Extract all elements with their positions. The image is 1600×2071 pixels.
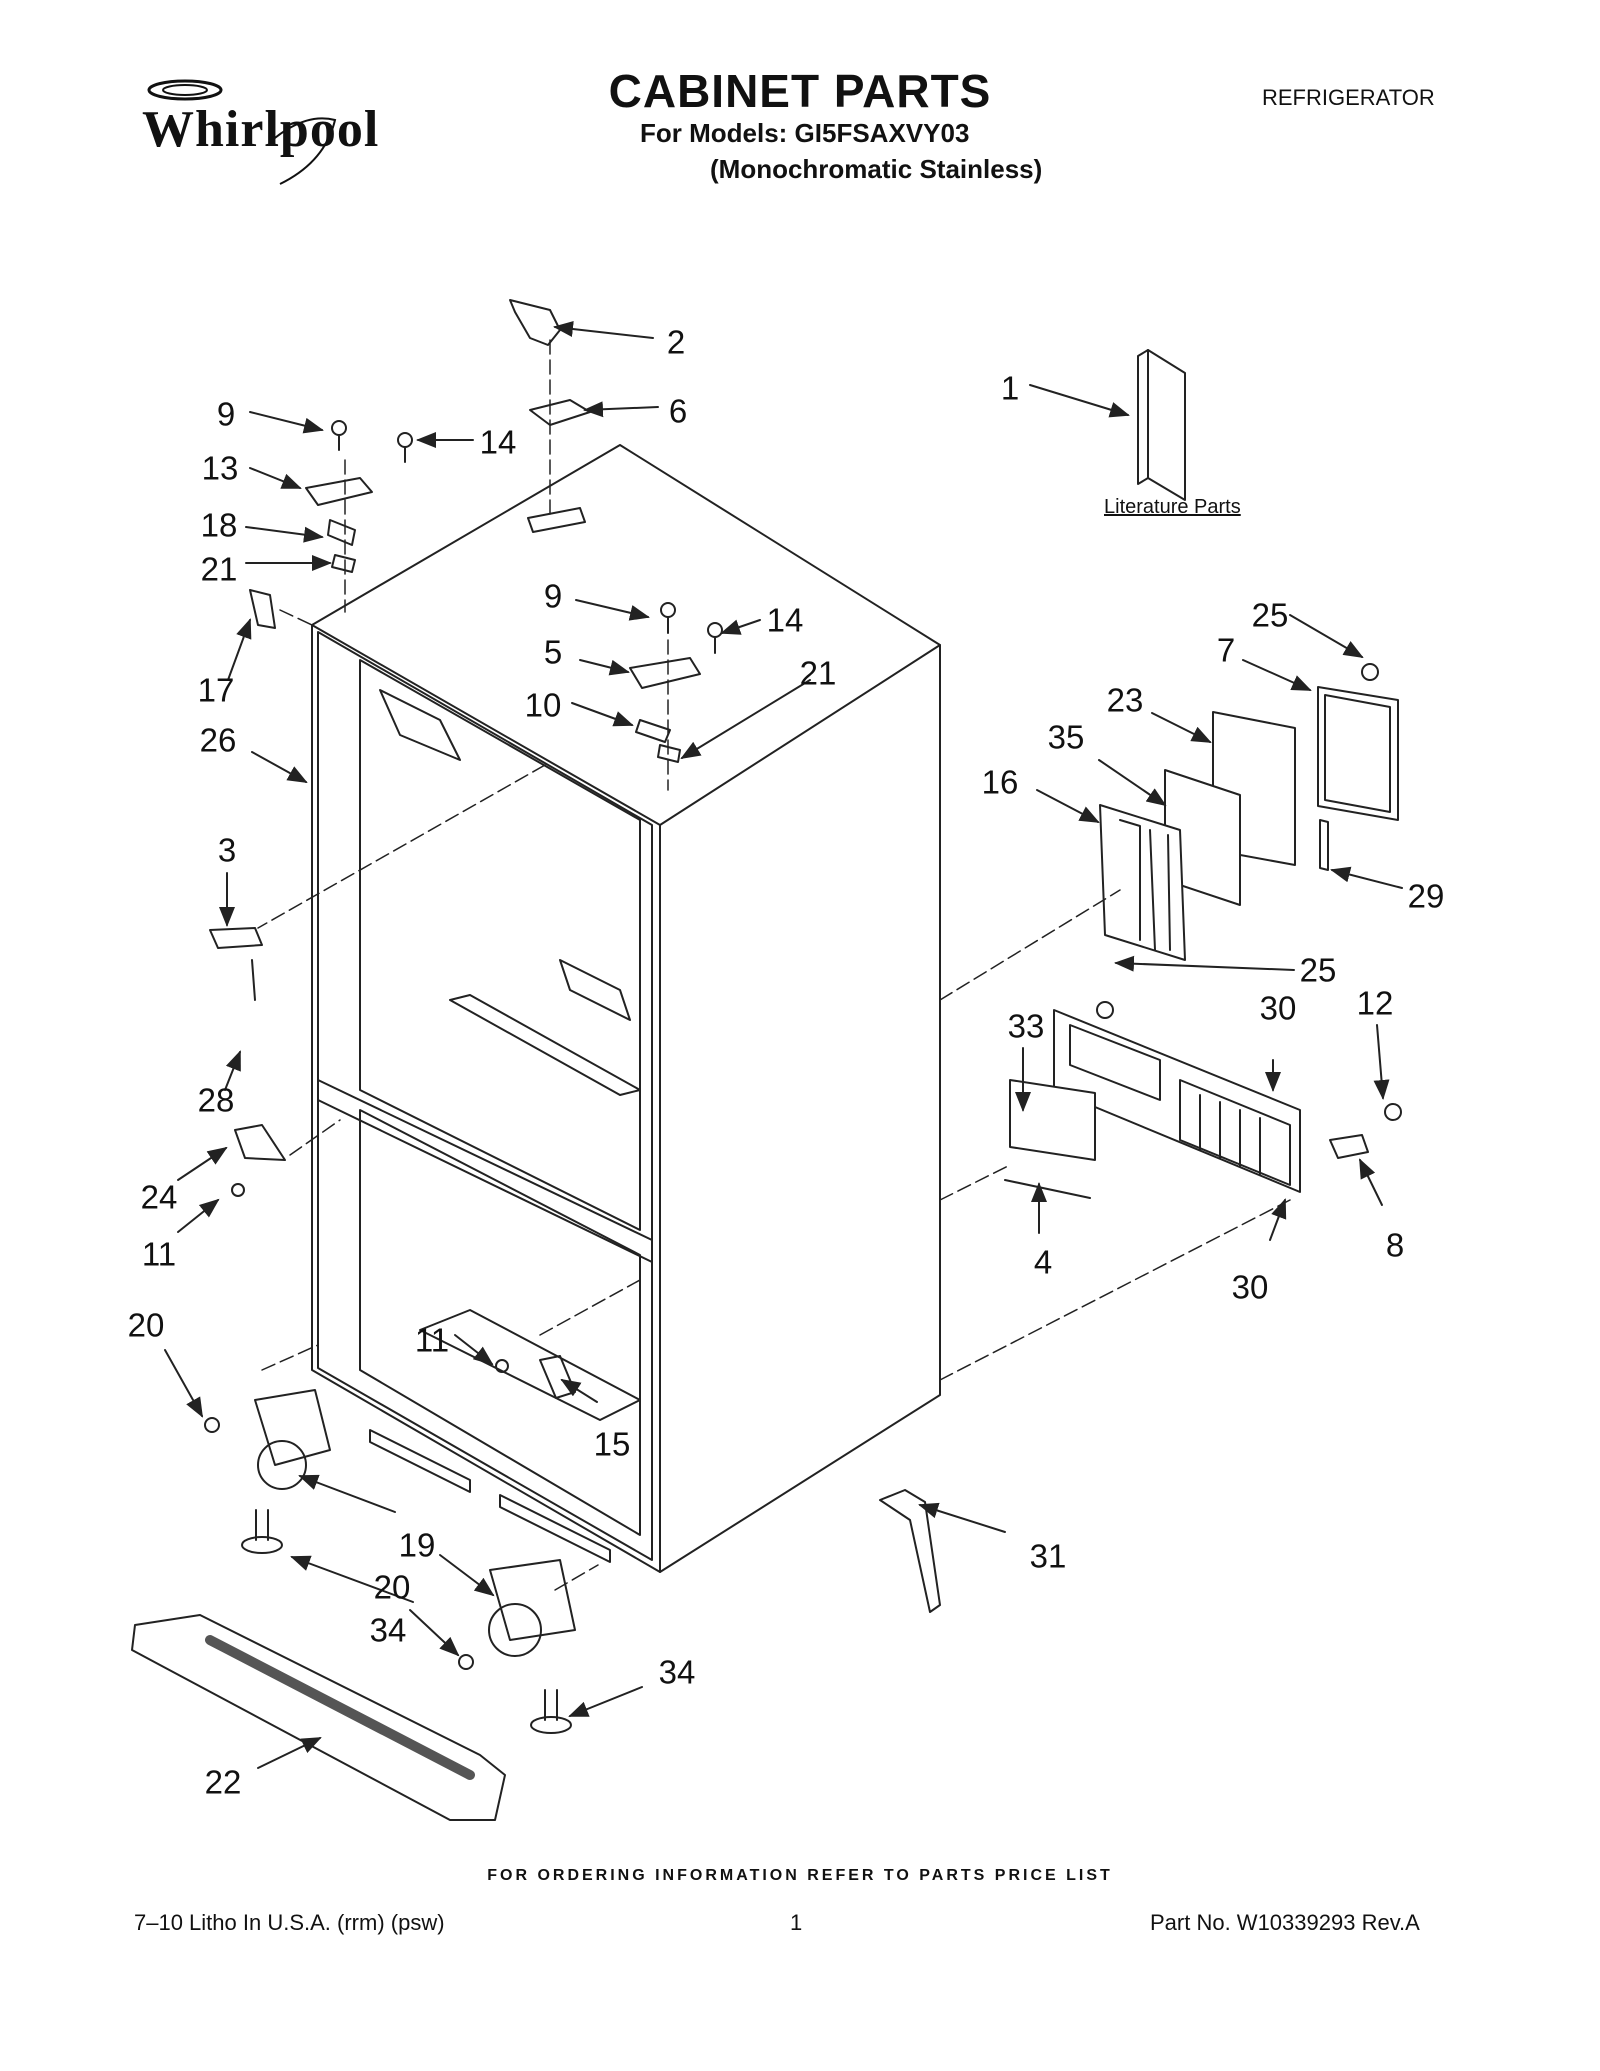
callout-11: 11 [141, 1235, 177, 1273]
callout-20: 20 [127, 1306, 165, 1344]
literature-parts-label: Literature Parts [1104, 496, 1241, 518]
callout-31: 31 [1029, 1537, 1067, 1575]
callout-17: 17 [197, 671, 235, 709]
callout-9: 9 [216, 395, 236, 433]
callout-3: 3 [217, 831, 237, 869]
callout-4: 4 [1033, 1243, 1053, 1281]
callout-10: 10 [524, 686, 562, 724]
callout-25: 25 [1299, 951, 1337, 989]
cabinet-body [311, 444, 941, 1573]
callout-33: 33 [1007, 1007, 1045, 1045]
brand-logo [130, 72, 390, 192]
variant-line: (Monochromatic Stainless) [710, 154, 1043, 184]
hardware-parts [131, 299, 1402, 1821]
connector-lines [257, 339, 1291, 1591]
callout-28: 28 [197, 1081, 235, 1119]
literature-booklet [1137, 349, 1186, 501]
callout-14: 14 [766, 601, 804, 639]
callout-25: 25 [1251, 596, 1289, 634]
callout-14: 14 [479, 423, 517, 461]
callout-11: 11 [414, 1321, 450, 1359]
callout-22: 22 [204, 1763, 242, 1801]
callout-18: 18 [200, 506, 238, 544]
callout-16: 16 [981, 763, 1019, 801]
callout-29: 29 [1407, 877, 1445, 915]
model-line: For Models: GI5FSAXVY03 [640, 118, 970, 148]
callout-35: 35 [1047, 718, 1085, 756]
callout-9: 9 [543, 577, 563, 615]
document-type: REFRIGERATOR [1262, 85, 1435, 110]
callout-1: 1 [1000, 369, 1020, 407]
callout-26: 26 [199, 721, 237, 759]
callout-6: 6 [668, 392, 688, 430]
callout-34: 34 [658, 1653, 696, 1691]
callout-20: 20 [373, 1568, 411, 1606]
logo-swirl-icon [147, 79, 337, 185]
callout-30: 30 [1231, 1268, 1269, 1306]
callout-2: 2 [666, 323, 686, 361]
callout-23: 23 [1106, 681, 1144, 719]
part-number: Part No. W10339293 Rev.A [1150, 1910, 1420, 1935]
callout-15: 15 [593, 1425, 631, 1463]
callout-7: 7 [1216, 631, 1236, 669]
callout-30: 30 [1259, 989, 1297, 1027]
callout-21: 21 [200, 550, 238, 588]
leader-arrows [164, 321, 1403, 1769]
ordering-note: FOR ORDERING INFORMATION REFER TO PARTS … [487, 1867, 1113, 1884]
callout-21: 21 [799, 654, 837, 692]
page-number: 1 [790, 1910, 803, 1935]
callout-5: 5 [543, 633, 563, 671]
callout-12: 12 [1356, 984, 1394, 1022]
callout-24: 24 [140, 1178, 178, 1216]
page-title: CABINET PARTS [608, 65, 992, 117]
litho-line: 7–10 Litho In U.S.A. (rrm) (psw) [134, 1910, 445, 1935]
callout-13: 13 [201, 449, 239, 487]
callout-8: 8 [1385, 1226, 1405, 1264]
brand-name: Whirlpool [142, 101, 380, 158]
callout-19: 19 [398, 1526, 436, 1564]
callout-34: 34 [369, 1611, 407, 1649]
